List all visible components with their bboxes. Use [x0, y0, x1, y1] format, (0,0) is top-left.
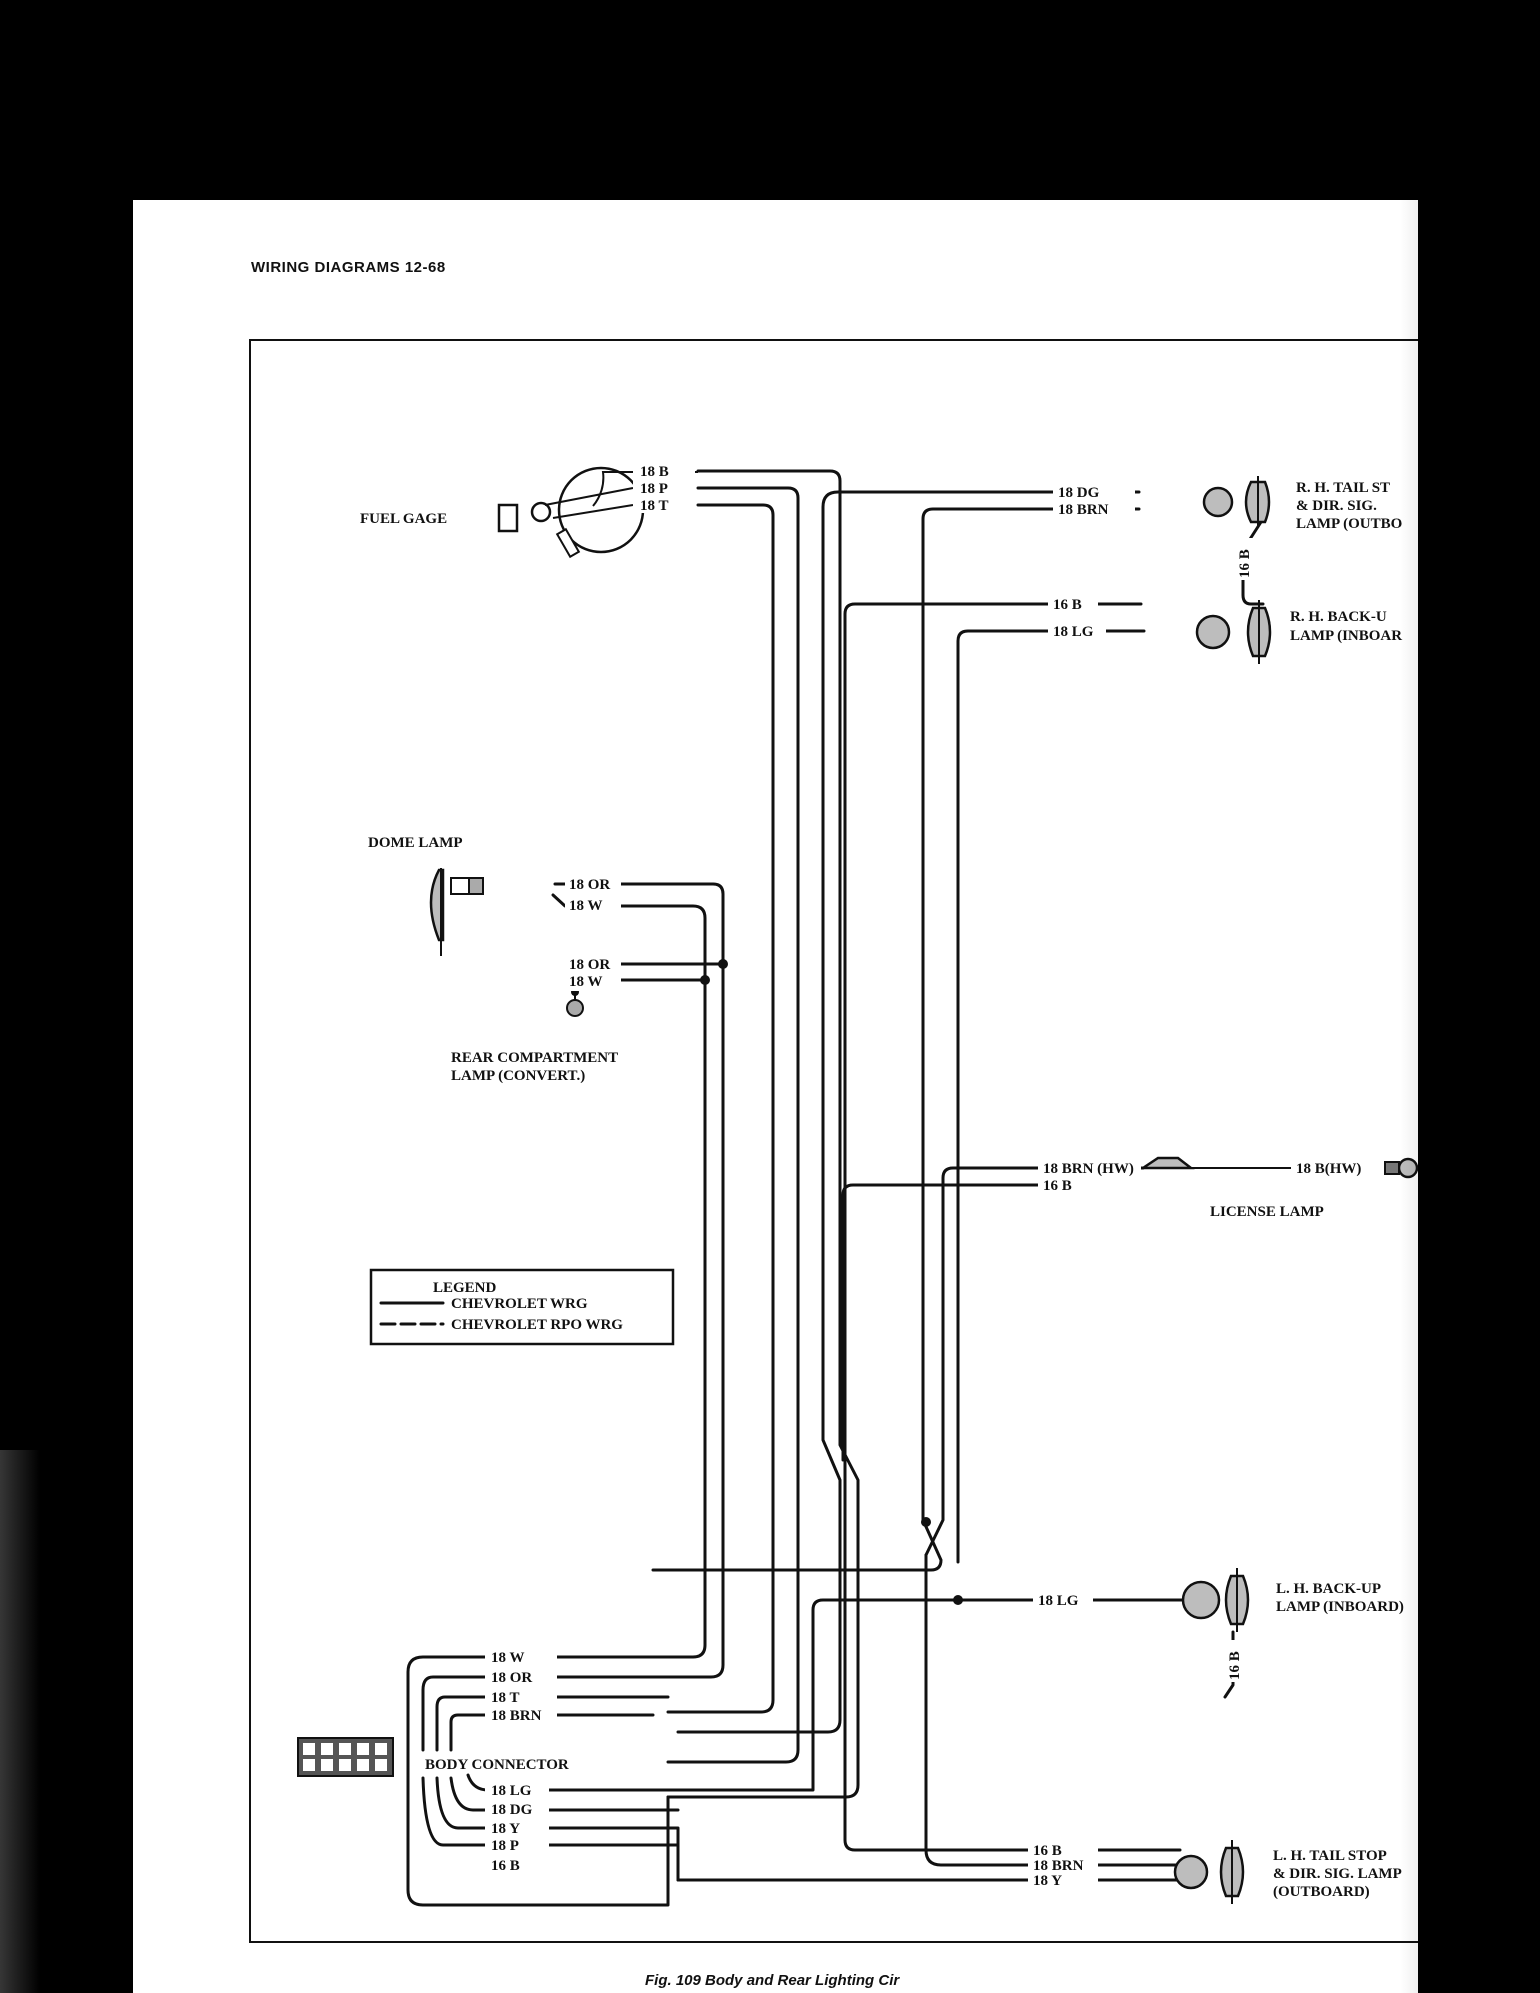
lh-tail-label-3: (OUTBOARD): [1273, 1884, 1370, 1900]
dome-lamp-symbol: [429, 868, 484, 956]
wire-label-lic-brn: 18 BRN (HW): [1043, 1161, 1134, 1177]
wire-label-rh-lg: 18 LG: [1053, 624, 1094, 640]
harness-t: [435, 1695, 670, 1752]
wire-label-bc-y: 18 Y: [491, 1821, 520, 1837]
wire-label-bc-p: 18 P: [491, 1838, 519, 1854]
splice-dot: [953, 1595, 963, 1605]
wire-label-fg-p: 18 P: [640, 481, 668, 497]
lh-tail-lamp-symbol: [1173, 1840, 1245, 1904]
lh-backup-lamp-symbol: [1181, 1568, 1250, 1632]
rh-tail-label-1: R. H. TAIL ST: [1296, 480, 1390, 496]
lh-backup-label-2: LAMP (INBOARD): [1276, 1599, 1404, 1615]
wire-labels: 18 B 18 P 18 T 18 DG 18 BRN 16 B 16 B 18…: [485, 459, 1381, 1891]
lh-tail-label-2: & DIR. SIG. LAMP: [1273, 1866, 1402, 1882]
splice-dot: [718, 959, 728, 969]
license-lamp-label: LICENSE LAMP: [1210, 1204, 1324, 1220]
binding-shadow: [0, 1450, 40, 1993]
wire-lh-lg: [811, 1598, 1195, 1735]
legend-title: LEGEND: [433, 1280, 497, 1296]
wire-lic-brn: [924, 1166, 1145, 1557]
wire-label-lh-y: 18 Y: [1033, 1873, 1062, 1889]
rh-backup-label-2: LAMP (INBOAR: [1290, 628, 1402, 644]
rh-backup-label-1: R. H. BACK-U: [1290, 609, 1387, 625]
wire-lh-brn: [924, 1553, 1185, 1867]
wire-label-rh-dg: 18 DG: [1058, 485, 1100, 501]
wire-label-lh-16b: 16 B: [1033, 1843, 1062, 1859]
wire-label-bc-lg: 18 LG: [491, 1783, 532, 1799]
splice-dot: [921, 1517, 931, 1527]
wire-label-rh-16b: 16 B: [1053, 597, 1082, 613]
wire-label-fg-b: 18 B: [640, 464, 669, 480]
wire-rh-dg: [676, 490, 1141, 1734]
wire-label-fg-t: 18 T: [640, 498, 668, 514]
rear-compartment-label-2: LAMP (CONVERT.): [451, 1068, 585, 1084]
lh-tail-label-1: L. H. TAIL STOP: [1273, 1848, 1387, 1864]
wire-label-lh-16b-vert: 16 B: [1227, 1651, 1243, 1680]
wire-rh-brn: [651, 507, 1141, 1572]
harness-dg: [449, 1776, 680, 1812]
wire-rh-16b: [843, 602, 1182, 1852]
harness-lg: [466, 1731, 815, 1792]
wire-label-bc-t: 18 T: [491, 1690, 519, 1706]
wire-label-bc-or: 18 OR: [491, 1670, 532, 1686]
harness-w: [406, 1655, 670, 1907]
harness-y: [435, 1776, 680, 1882]
wire-fg-t: [666, 503, 775, 1714]
rh-tail-label-3: LAMP (OUTBO: [1296, 516, 1402, 532]
fuel-gage-label: FUEL GAGE: [360, 511, 447, 527]
rear-compartment-label: REAR COMPARTMENT: [451, 1050, 618, 1066]
diagram-frame: [249, 339, 1418, 1943]
splice-dot: [700, 975, 710, 985]
wire-fg-p: [666, 486, 800, 1764]
legend-box: LEGEND CHEVROLET WRG CHEVROLET RPO WRG: [369, 1268, 675, 1346]
wire-dome-w: [551, 893, 707, 1659]
wire-label-lic-16b: 16 B: [1043, 1178, 1072, 1194]
wire-label-rh-16b-vert: 16 B: [1237, 549, 1253, 578]
lh-backup-label-1: L. H. BACK-UP: [1276, 1581, 1381, 1597]
figure-caption: Fig. 109 Body and Rear Lighting Cir: [645, 1972, 900, 1989]
rh-tail-label-2: & DIR. SIG.: [1296, 498, 1377, 514]
rh-tail-lamp-symbol: [1202, 476, 1271, 528]
wire-lic-16b: [841, 1183, 1050, 1462]
wire-rh-ground: [1241, 520, 1265, 606]
page-edge-shadow: [1400, 200, 1540, 1993]
wire-label-bc-brn: 18 BRN: [491, 1708, 542, 1724]
wire-label-dome-w: 18 W: [569, 898, 602, 914]
wiring-diagram: WIRING DIAGRAMS 12-68: [249, 259, 1418, 1989]
wire-label-bc-b: 16 B: [491, 1858, 520, 1874]
wire-label-dome-or: 18 OR: [569, 877, 610, 893]
wire-label-bc-w: 18 W: [491, 1650, 524, 1666]
wire-fg-b: [666, 469, 860, 1799]
wire-label-bc-dg: 18 DG: [491, 1802, 533, 1818]
manual-page: WIRING DIAGRAMS 12-68: [133, 200, 1418, 1993]
legend-dashed-label: CHEVROLET RPO WRG: [451, 1317, 623, 1333]
rh-backup-lamp-symbol: [1195, 600, 1272, 664]
dome-lamp-label: DOME LAMP: [368, 835, 463, 851]
harness-or: [421, 1675, 670, 1752]
wire-label-rc-w: 18 W: [569, 974, 602, 990]
body-connector-block: [297, 1737, 394, 1777]
wire-label-rh-brn: 18 BRN: [1058, 502, 1109, 518]
wire-label-lh-lg: 18 LG: [1038, 1593, 1079, 1609]
legend-solid-label: CHEVROLET WRG: [451, 1296, 588, 1312]
wire-dome-or: [553, 882, 725, 1679]
page-header: WIRING DIAGRAMS 12-68: [251, 259, 446, 276]
harness-brn: [449, 1713, 655, 1752]
wire-label-rc-or: 18 OR: [569, 957, 610, 973]
body-connector-label: BODY CONNECTOR: [425, 1757, 569, 1773]
wire-label-lh-brn: 18 BRN: [1033, 1858, 1084, 1874]
wire-label-lic-b: 18 B(HW): [1296, 1161, 1361, 1177]
harness-p: [421, 1776, 680, 1847]
wire-rh-lg: [956, 629, 1146, 1564]
